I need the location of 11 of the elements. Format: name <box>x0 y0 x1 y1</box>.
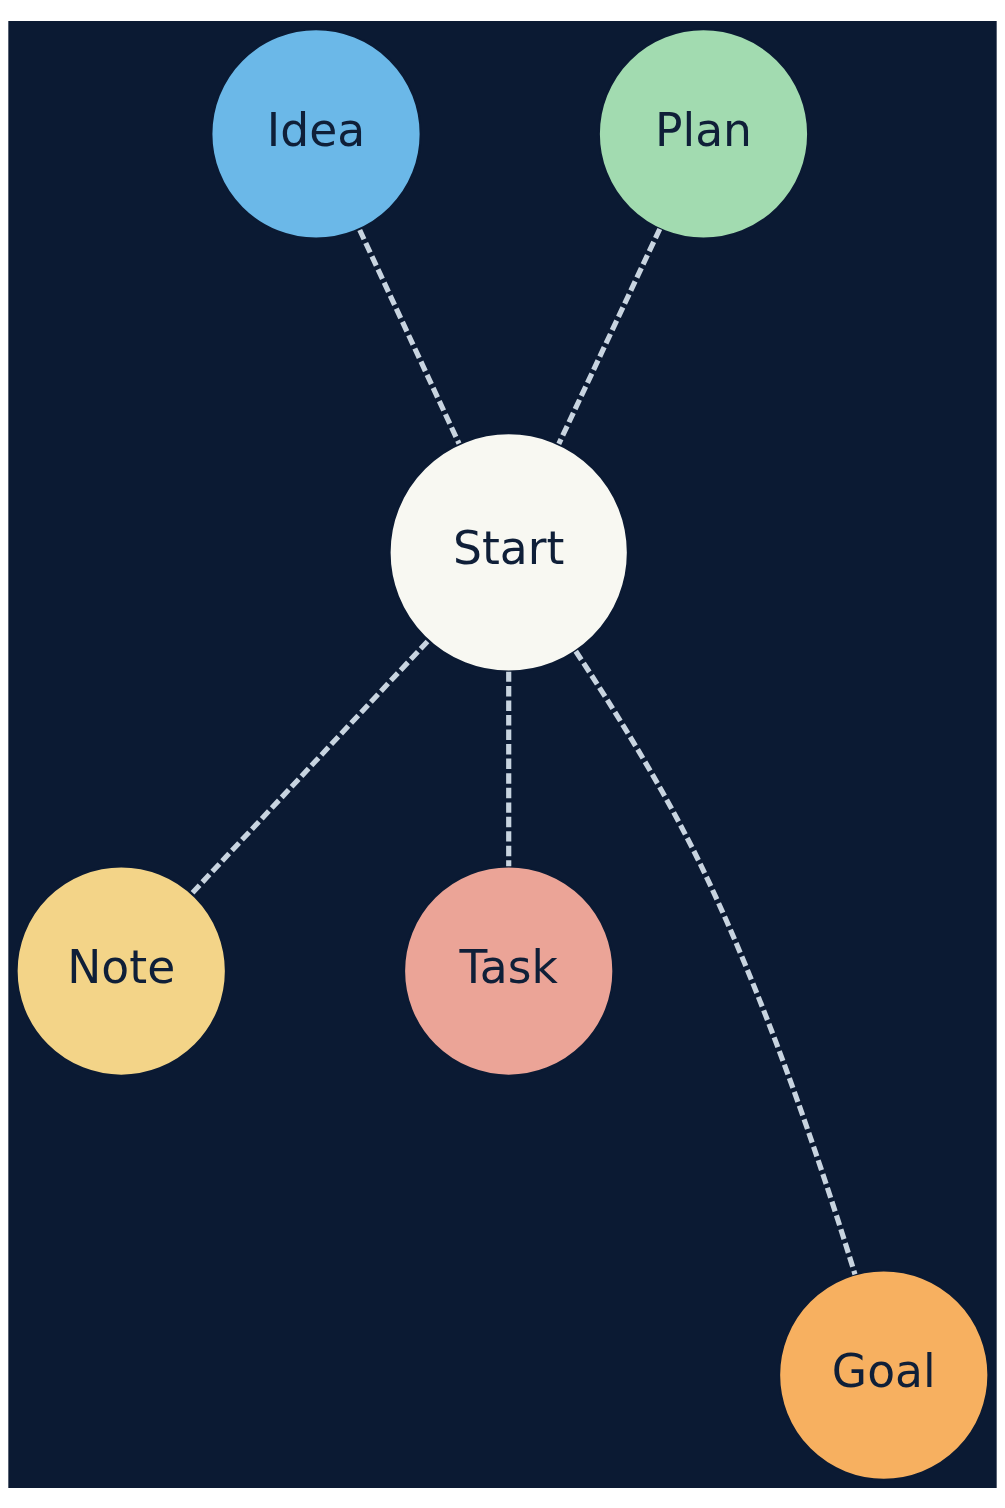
node-circle: Start <box>388 431 629 673</box>
node-circle: Plan <box>597 27 810 240</box>
connector <box>357 228 462 445</box>
node-circle: Goal <box>778 1268 990 1481</box>
node-circle: Task <box>403 864 615 1077</box>
node-circle: Idea <box>210 27 422 240</box>
connector <box>573 649 858 1275</box>
node-circle: Note <box>15 864 227 1077</box>
connector <box>506 671 512 866</box>
connector <box>556 227 663 445</box>
connector <box>190 639 430 895</box>
